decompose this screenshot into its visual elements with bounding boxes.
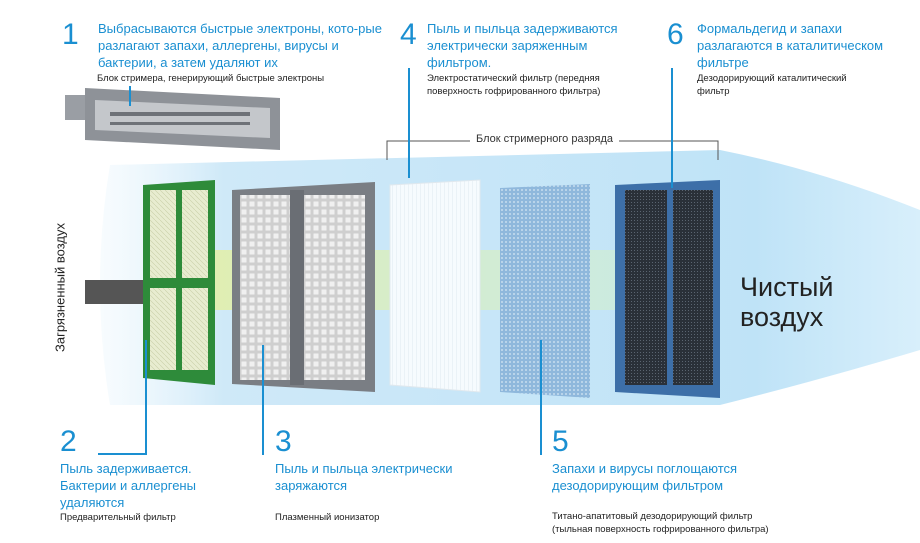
step-2-number: 2 [60, 425, 77, 458]
electrostatic-filter-image [389, 179, 481, 393]
step-4-leader [408, 68, 410, 178]
step-4-number: 4 [400, 18, 417, 51]
step-3-title: Пыль и пыльца электрически заряжаются [275, 461, 453, 493]
step-2-leader-h [98, 453, 146, 455]
step-3-leader [262, 345, 264, 455]
step-6-caption: Дезодорирующий каталитический фильтр [697, 73, 847, 97]
step-2-caption: Предварительный фильтр [60, 512, 176, 523]
step-6-number: 6 [667, 18, 684, 51]
step-5-leader [540, 340, 542, 455]
step-6-leader [671, 68, 673, 188]
deodorizing-filter-image [500, 184, 590, 398]
step-3-number: 3 [275, 425, 292, 458]
streamer-unit-image [65, 88, 280, 150]
prefilter-image [143, 180, 215, 385]
dirty-air-label: Загрязненный воздух [52, 223, 68, 352]
step-1-caption: Блок стримера, генерирующий быстрые элек… [97, 73, 325, 84]
step-5-caption: Титано-апатитовый дезодорирующий фильтр … [552, 511, 769, 535]
step-1-number: 1 [62, 18, 79, 51]
catalytic-filter-image [615, 180, 720, 398]
step-3-caption: Плазменный ионизатор [275, 512, 380, 523]
plasma-ionizer-image [232, 182, 375, 392]
step-1-leader [129, 86, 131, 106]
step-5-number: 5 [552, 425, 569, 458]
step-5-title: Запахи и вирусы поглощаются дезодорирующ… [552, 461, 738, 493]
step-1-title: Выбрасываются быстрые электроны, кото-ры… [98, 21, 382, 70]
clean-air-label: Чистый воздух [740, 272, 834, 332]
step-4-title: Пыль и пыльца задерживаются электрически… [427, 21, 618, 70]
step-2-title: Пыль задерживается. Бактерии и аллергены… [60, 461, 196, 510]
streamer-block-label: Блок стримерного разряда [470, 133, 620, 145]
step-6-title: Формальдегид и запахи разлагаются в ката… [697, 21, 884, 70]
step-4-caption: Электростатический фильтр (передняя пове… [427, 73, 601, 97]
step-2-leader-v [145, 340, 147, 455]
